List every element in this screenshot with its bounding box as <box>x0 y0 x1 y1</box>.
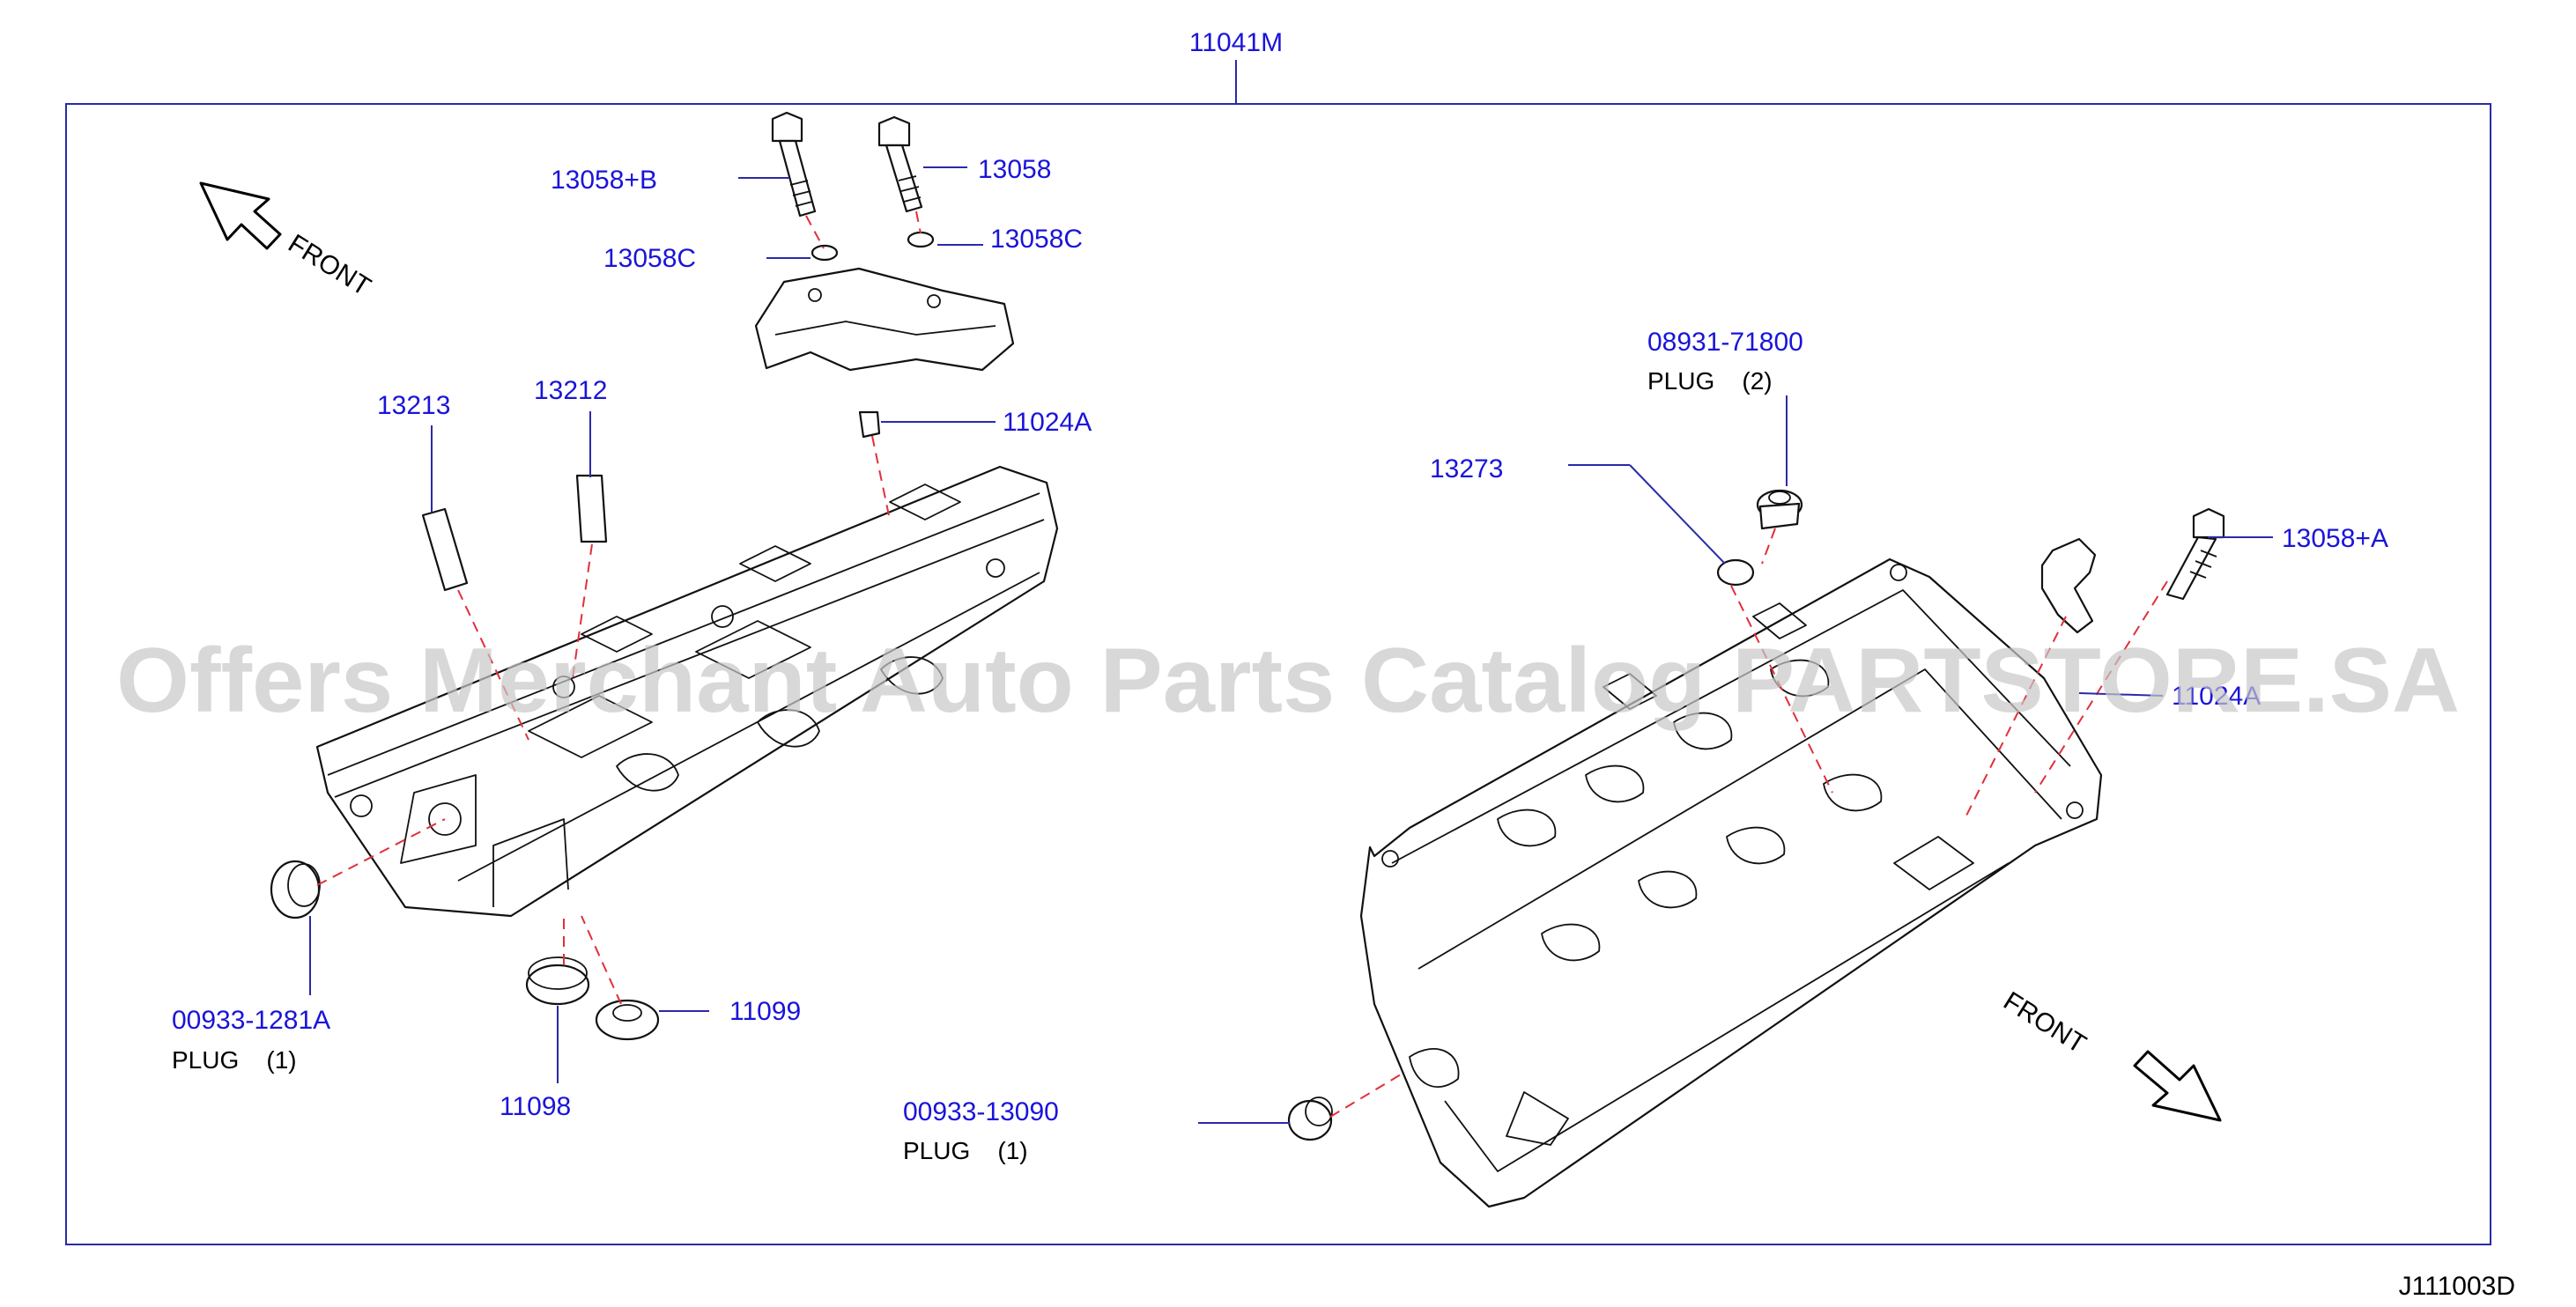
washer-right-part <box>907 231 935 248</box>
dowel-11024a-left-part <box>858 410 881 439</box>
label-13273: 13273 <box>1430 454 1503 484</box>
seal-11098-part <box>525 956 590 1006</box>
dowel-11024a-right-bracket-part <box>2040 537 2097 634</box>
washer-left-part <box>811 244 839 262</box>
plug-text-bottom: PLUG (1) <box>903 1137 1028 1164</box>
label-11024a-left: 11024A <box>1003 408 1092 437</box>
bolt-13058-b-part <box>771 111 817 218</box>
assembly-frame <box>65 103 2491 1245</box>
front-label-right: FRONT <box>1998 986 2091 1060</box>
right-hidden-lines <box>1329 528 2168 1118</box>
washer-13273-part <box>1716 558 1755 587</box>
label-11024a-right: 11024A <box>2172 682 2261 711</box>
bolt-13058-part <box>877 115 923 213</box>
pin-13213-part <box>421 507 469 592</box>
label-00933-13090: 00933-13090 <box>903 1097 1059 1126</box>
plug-00933-13090-part <box>1287 1097 1333 1141</box>
left-cylinder-head <box>315 465 1059 918</box>
label-13058-a: 13058+A <box>2282 524 2388 553</box>
label-11098: 11098 <box>500 1092 571 1121</box>
label-11099: 11099 <box>729 997 801 1026</box>
part-labels: 13058+B 13058 13058C 13058C 11024A 13213… <box>172 155 2388 1164</box>
arrow-up-left-icon <box>199 181 282 250</box>
seal-11099-part <box>595 999 660 1041</box>
label-13058-b: 13058+B <box>551 166 657 195</box>
plug-text-top: PLUG (2) <box>1647 367 1773 395</box>
plug-08931-71800-part <box>1756 489 1803 530</box>
front-label-left: FRONT <box>283 229 375 302</box>
label-00933-1281a: 00933-1281A <box>172 1006 330 1035</box>
label-13213: 13213 <box>377 391 450 420</box>
label-13212: 13212 <box>534 376 607 405</box>
front-arrow-right: FRONT <box>1998 986 2222 1122</box>
plug-text-left: PLUG (1) <box>172 1046 297 1074</box>
watermark: Offers Merchant Auto Parts Catalog PARTS… <box>116 630 2460 732</box>
arrow-down-right-icon <box>2133 1050 2222 1122</box>
label-13058: 13058 <box>978 155 1051 184</box>
left-hidden-lines <box>316 210 922 1005</box>
pin-13212-part <box>575 474 608 543</box>
label-13058c-right: 13058C <box>990 225 1083 254</box>
drawing-code: J111003D <box>2399 1272 2515 1301</box>
right-cylinder-head <box>1359 558 2103 1208</box>
plug-00933-1281a-part <box>270 860 321 919</box>
camshaft-bracket <box>754 267 1015 372</box>
front-arrow-left: FRONT <box>199 181 375 302</box>
diagram-title: 11041M <box>1189 28 1283 57</box>
bolt-13058-a-part <box>2165 507 2225 601</box>
label-13058c-left: 13058C <box>603 244 696 273</box>
leader-lines <box>309 166 2273 1124</box>
label-08931-71800: 08931-71800 <box>1647 328 1803 357</box>
